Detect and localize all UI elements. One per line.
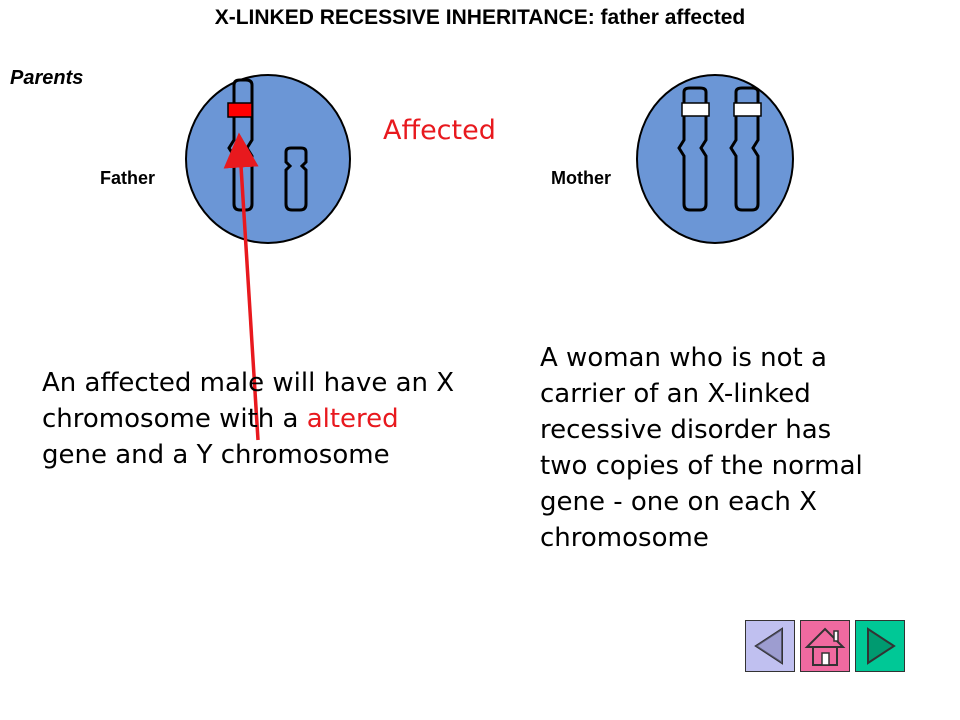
altered-gene-band: [227, 102, 253, 118]
father-text-part2: gene and a Y chromosome: [42, 440, 390, 470]
father-description: An affected male will have an X chromoso…: [42, 365, 462, 473]
pointer-arrow: [223, 132, 260, 441]
father-text-part1: An affected male will have an X chromoso…: [42, 368, 455, 434]
normal-gene-band-2: [733, 102, 762, 117]
mother-cell: [636, 74, 794, 244]
left-triangle-icon: [754, 627, 783, 665]
mother-label: Mother: [551, 168, 611, 188]
page-title: X-LINKED RECESSIVE INHERITANCE: father a…: [214, 6, 746, 29]
back-button[interactable]: [745, 620, 795, 672]
mother-x-chromosome-2: [729, 86, 760, 212]
right-triangle-icon: [867, 627, 896, 665]
father-y-chromosome: [284, 146, 308, 212]
father-label: Father: [100, 168, 156, 188]
affected-label: Affected: [383, 115, 496, 146]
mother-x-chromosome-1: [677, 86, 708, 212]
home-button[interactable]: [800, 620, 850, 672]
parents-label: Parents: [10, 67, 84, 89]
house-icon: [804, 627, 846, 666]
normal-gene-band-1: [681, 102, 710, 117]
mother-description: A woman who is not a carrier of an X-lin…: [540, 343, 863, 553]
forward-button[interactable]: [855, 620, 905, 672]
father-cell: [185, 74, 351, 244]
altered-word: altered: [306, 404, 399, 434]
